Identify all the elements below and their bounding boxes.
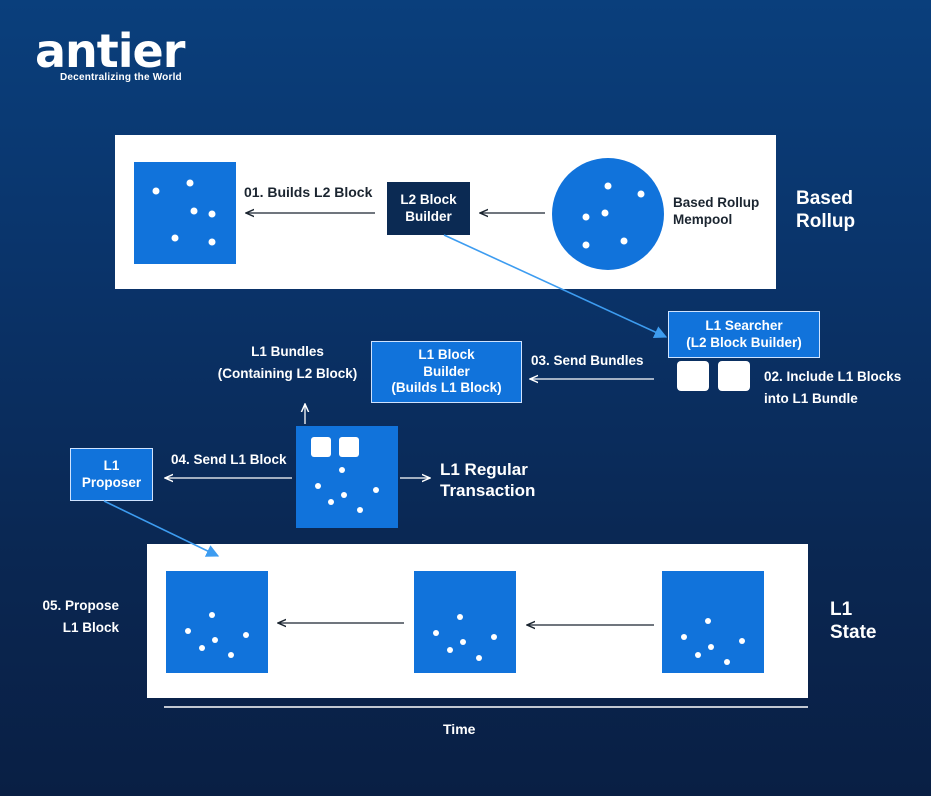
- l1-searcher-line2: (L2 Block Builder): [686, 334, 802, 350]
- l1-block-builder-line1: L1 Block: [418, 347, 475, 363]
- step-02-line1: 02. Include L1 Blocks: [764, 369, 902, 384]
- step-03-label: 03. Send Bundles: [531, 353, 644, 368]
- step-05-label: 05. Propose L1 Block: [20, 597, 119, 636]
- mempool-label: Based Rollup Mempool: [673, 194, 759, 228]
- l1-searcher-line1: L1 Searcher: [705, 318, 783, 333]
- l1-regular-transaction-label: L1 Regular Transaction: [440, 459, 535, 501]
- l1-proposer: L1 Proposer: [70, 448, 153, 501]
- l2-block-builder: L2 Block Builder: [387, 182, 470, 235]
- bundle-block-2: [718, 361, 750, 391]
- step-05-line2: L1 Block: [62, 620, 119, 635]
- l1-state-block-1: [166, 571, 268, 673]
- based-rollup-mempool: [552, 158, 664, 270]
- time-label: Time: [443, 721, 476, 737]
- l1-block-builder-line2: Builder: [423, 363, 470, 379]
- middle-bundle-block-1: [311, 437, 331, 457]
- l2-block: [134, 162, 236, 264]
- l1-regular-tx-line1: L1 Regular: [440, 460, 528, 479]
- bundle-block-1: [677, 361, 709, 391]
- l1-state-line2: State: [830, 622, 877, 643]
- l2-block-builder-line1: L2 Block: [400, 192, 457, 207]
- l1-searcher: L1 Searcher (L2 Block Builder): [668, 311, 820, 358]
- based-rollup-section-label: Based Rollup: [796, 187, 855, 233]
- middle-bundle-block-2: [339, 437, 359, 457]
- based-rollup-line1: Based: [796, 188, 854, 209]
- l1-bundles-line1: L1 Bundles: [251, 344, 324, 359]
- step-05-line1: 05. Propose: [42, 598, 119, 613]
- l1-state-line1: L1: [830, 599, 853, 620]
- step-01-label: 01. Builds L2 Block: [244, 184, 373, 200]
- mempool-label-line1: Based Rollup: [673, 195, 760, 210]
- l2-block-builder-line2: Builder: [405, 208, 452, 224]
- l1-state-section-label: L1 State: [830, 598, 876, 644]
- step-04-label: 04. Send L1 Block: [171, 452, 287, 467]
- step-02-label: 02. Include L1 Blocks into L1 Bundle: [764, 368, 901, 407]
- l1-proposer-line2: Proposer: [81, 474, 142, 490]
- l1-block-builder-line3: (Builds L1 Block): [391, 380, 502, 396]
- l1-state-block-3: [662, 571, 764, 673]
- l1-proposer-line1: L1: [103, 458, 120, 473]
- based-rollup-line2: Rollup: [796, 211, 856, 232]
- l1-bundles-line2: (Containing L2 Block): [217, 366, 358, 381]
- antier-logo: antier: [35, 24, 185, 78]
- brand-tagline: Decentralizing the World: [60, 72, 182, 83]
- l1-block-builder: L1 Block Builder (Builds L1 Block): [371, 341, 522, 403]
- l1-regular-tx-line2: Transaction: [440, 481, 536, 500]
- step-02-line2: into L1 Bundle: [764, 391, 858, 406]
- mempool-label-line2: Mempool: [673, 212, 733, 227]
- l1-state-block-2: [414, 571, 516, 673]
- l1-bundles-label: L1 Bundles (Containing L2 Block): [205, 343, 370, 382]
